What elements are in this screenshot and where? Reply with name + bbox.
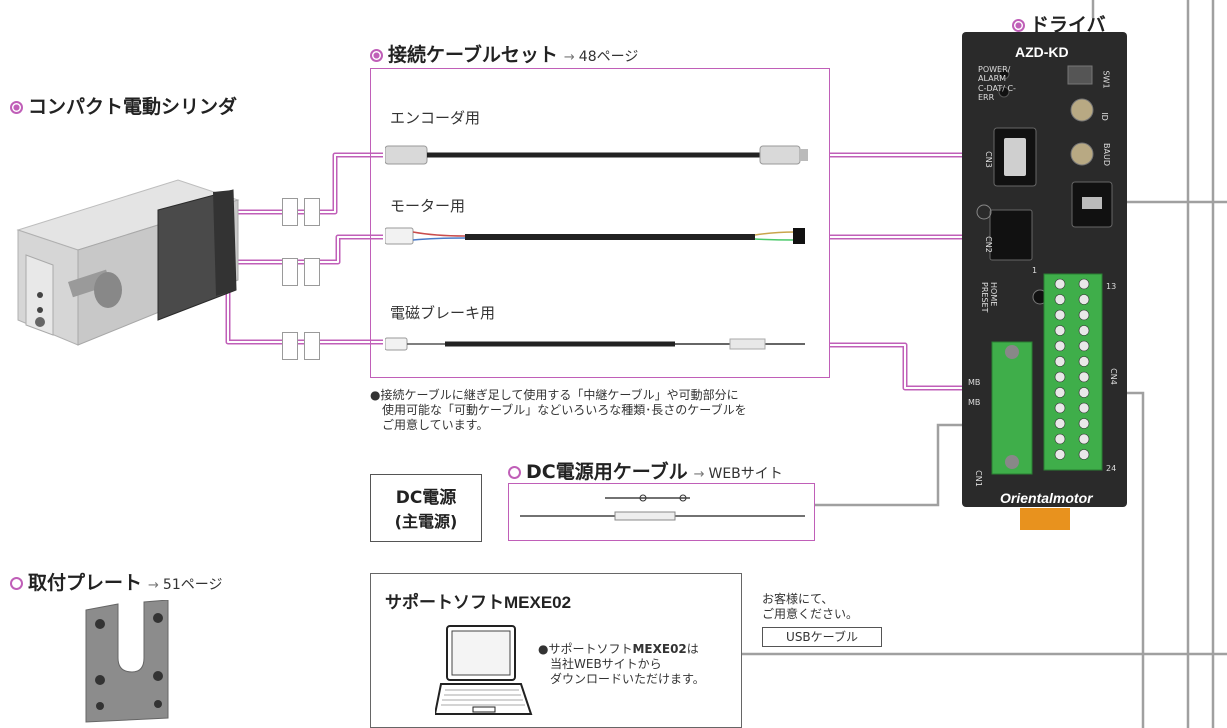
driver-label-cn1: CN1: [973, 470, 983, 487]
cn4-pin: [1078, 356, 1090, 367]
driver-label-id: ID: [1099, 112, 1109, 121]
cn4-pin: [1078, 325, 1090, 336]
cn4-pin: [1078, 449, 1090, 460]
filled-circle-icon: [10, 101, 23, 114]
laptop-image: [435, 625, 533, 715]
cn4-pin: [1054, 387, 1066, 398]
motor-cable-image: [385, 227, 805, 245]
connector-encoder-b: [304, 198, 320, 226]
encoder-cable-image: [385, 145, 808, 165]
mounting-plate-image: [85, 600, 169, 723]
connector-motor-b: [304, 258, 320, 286]
cn4-pin: [1078, 294, 1090, 305]
connector-brake-b: [304, 332, 320, 360]
cn4-pin: [1054, 340, 1066, 352]
driver-label-sw1: SW1: [1101, 70, 1111, 89]
dc-cable-title: DC電源用ケーブル→WEBサイト: [508, 457, 783, 484]
driver-panel: [976, 65, 1113, 530]
cable-set-images: [385, 145, 808, 351]
cn4-pin: [1078, 278, 1090, 290]
driver-label-mb-1: MB: [968, 378, 981, 387]
filled-circle-icon: [370, 49, 383, 62]
plate-title: 取付プレート→51ページ: [10, 568, 222, 595]
driver-label-cn2: CN2: [983, 236, 993, 253]
connector-encoder-a: [282, 198, 298, 226]
dc-power-label: DC電源: [395, 488, 457, 508]
driver-label-cn3: CN3: [983, 151, 993, 168]
cylinder-image: [16, 179, 240, 346]
cn4-pin: [1078, 433, 1090, 445]
cn4-pin: [1078, 371, 1090, 383]
cable-set-title: 接続ケーブルセット→48ページ: [370, 40, 638, 67]
open-circle-icon: [508, 466, 521, 479]
driver-label-pin-13: 13: [1106, 282, 1117, 291]
cn4-pin: [1078, 402, 1090, 414]
dc-power-box: DC電源 (主電源): [370, 474, 482, 542]
cn4-pin: [1078, 387, 1090, 398]
cn4-pin: [1054, 294, 1066, 305]
support-software-title: サポートソフトMEXE02: [385, 593, 572, 613]
cn4-pin: [1054, 402, 1066, 414]
driver-brand-logo: Orientalmotor: [1000, 490, 1093, 506]
dc-cable-image: [520, 494, 805, 521]
driver-label-baud: BAUD: [1101, 143, 1111, 166]
brake-cable-image: [385, 337, 805, 351]
support-software-description: ●サポートソフトMEXE02は 当社WEBサイトから ダウンロードいただけます。: [538, 642, 705, 686]
cylinder-title: コンパクト電動シリンダ: [10, 92, 237, 119]
open-circle-icon: [10, 577, 23, 590]
connector-motor-a: [282, 258, 298, 286]
cn4-pin: [1054, 356, 1066, 367]
cn4-pin: [1054, 449, 1066, 460]
driver-label-home-preset: HOME PRESET: [980, 282, 998, 313]
driver-label-pin-1: 1: [1032, 266, 1038, 275]
filled-circle-icon: [1012, 19, 1025, 32]
cn4-pin: [1054, 278, 1066, 290]
cn4-pin: [1054, 309, 1066, 321]
driver-label-mb-2: MB: [968, 398, 981, 407]
cable-set-note: ●接続ケーブルに継ぎ足して使用する「中継ケーブル」や可動部分に 使用可能な「可動…: [370, 388, 747, 432]
dc-cable-page-link[interactable]: WEBサイト: [708, 466, 783, 482]
usb-cable-label: USBケーブル: [762, 627, 882, 647]
driver-label-cn4: CN4: [1108, 368, 1118, 385]
dc-cable-panel: [508, 483, 815, 541]
cable-set-page-link[interactable]: 48ページ: [578, 49, 639, 65]
driver-label-pin-24: 24: [1106, 464, 1117, 473]
driver-label-cdat: C-DAT/ C-ERR: [978, 84, 1016, 102]
connector-brake-a: [282, 332, 298, 360]
driver-label-power-alarm: POWER/ ALARM: [978, 65, 1011, 83]
cn4-pin: [1078, 309, 1090, 321]
driver-title: ドライバ: [1012, 10, 1106, 37]
cn4-terminal-pins: [1054, 278, 1090, 460]
cn4-pin: [1078, 418, 1090, 429]
plate-page-link[interactable]: 51ページ: [162, 577, 223, 593]
cable-label-brake: 電磁ブレーキ用: [390, 304, 496, 322]
dc-power-sublabel: (主電源): [394, 512, 458, 531]
cable-set-panel: [370, 68, 830, 378]
cn4-pin: [1054, 433, 1066, 445]
cable-label-motor: モーター用: [390, 197, 466, 215]
cn4-pin: [1054, 325, 1066, 336]
cn4-pin: [1054, 418, 1066, 429]
driver-model: AZD-KD: [1015, 44, 1069, 60]
customer-note: お客様にて、 ご用意ください。: [762, 592, 859, 621]
cn4-pin: [1078, 340, 1090, 352]
cable-label-encoder: エンコーダ用: [390, 109, 481, 127]
cn4-pin: [1054, 371, 1066, 383]
